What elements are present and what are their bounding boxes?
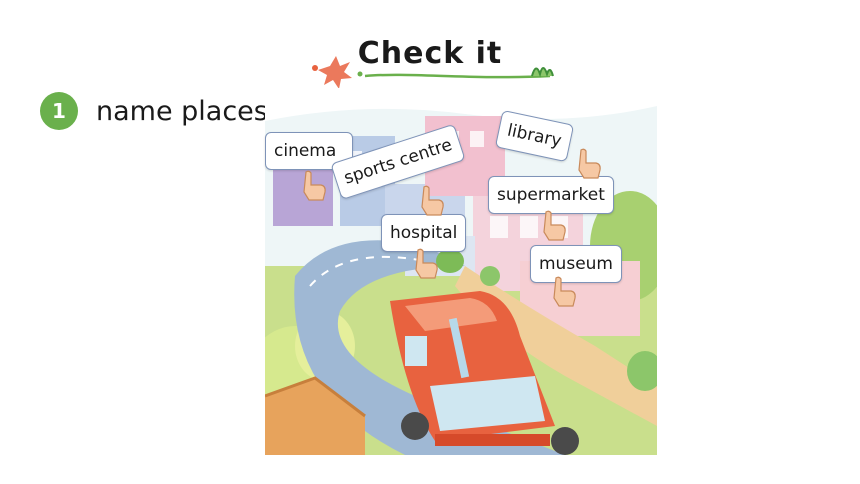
flower-doodle-icon [312, 56, 363, 88]
slide-title: Check it [357, 36, 503, 71]
label-supermarket: supermarket [488, 176, 614, 214]
label-museum: museum [530, 245, 622, 283]
task-row: 1 name places [40, 92, 268, 130]
pointing-hand-icon [553, 276, 576, 307]
bus-drawing [390, 291, 579, 455]
pointing-hand-icon [421, 185, 444, 216]
pointing-hand-icon [303, 170, 326, 201]
pointing-hand-icon [543, 210, 566, 241]
task-instruction: name places [96, 95, 268, 127]
label-hospital: hospital [381, 214, 467, 252]
title-underline-decoration [312, 56, 554, 88]
task-number-badge: 1 [40, 92, 78, 130]
pointing-hand-icon [415, 248, 438, 279]
pointing-hand-icon [578, 148, 601, 179]
grass-doodle-icon [531, 67, 554, 78]
